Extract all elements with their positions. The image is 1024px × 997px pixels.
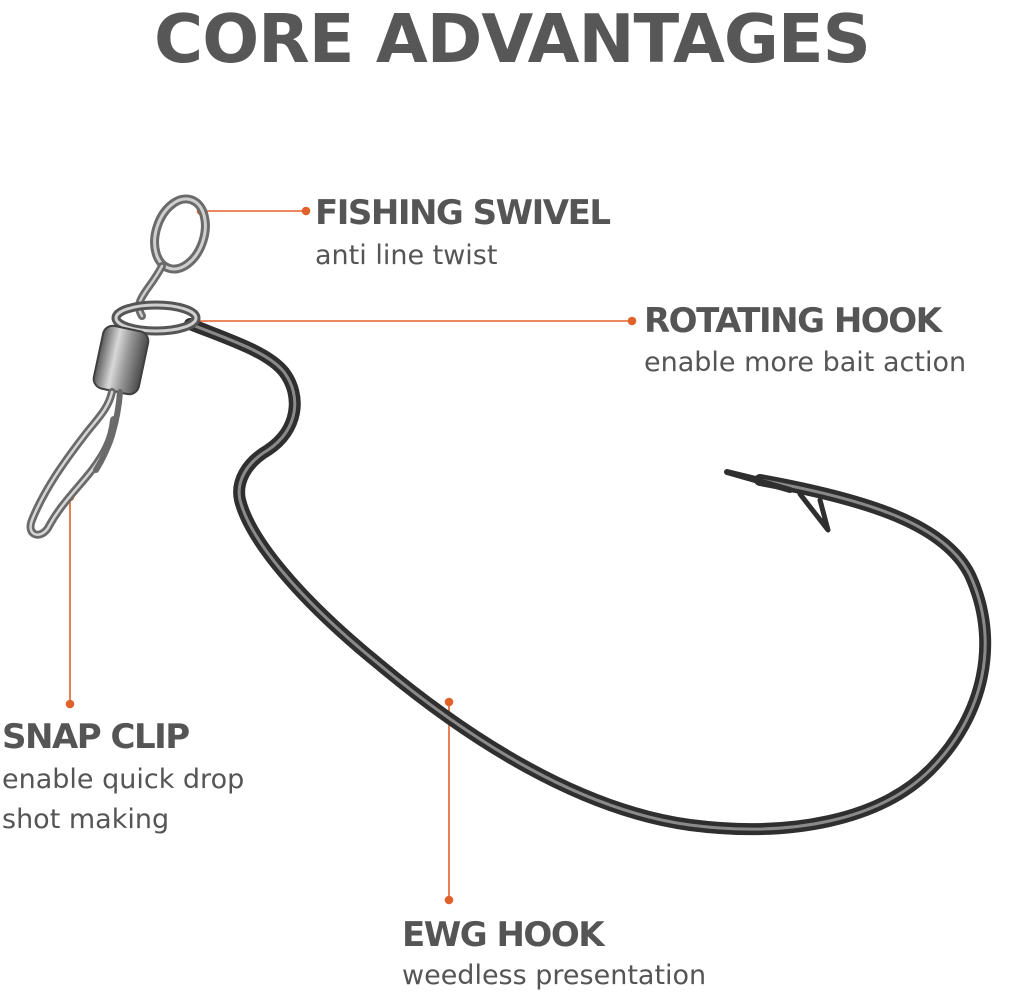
ewg-hook-title: EWG HOOK [402,915,605,955]
ewg-hook-wire [184,318,992,836]
rotating-hook-description: enable more bait action [644,347,967,378]
fishing-swivel-title: FISHING SWIVEL [315,193,611,233]
page-title: CORE ADVANTAGES [154,0,871,78]
swivel-eye-loop [135,194,210,320]
swivel-ring [111,300,201,336]
snap-clip-wire [26,388,123,539]
fishing-swivel-description: anti line twist [315,240,498,271]
snap-clip-title: SNAP CLIP [2,717,190,757]
ewg-hook-description: weedless presentation [402,960,707,991]
snap-clip-description: enable quick drop shot making [2,764,245,835]
rotating-hook-title: ROTATING HOOK [644,301,942,341]
swivel-barrel [92,324,150,396]
